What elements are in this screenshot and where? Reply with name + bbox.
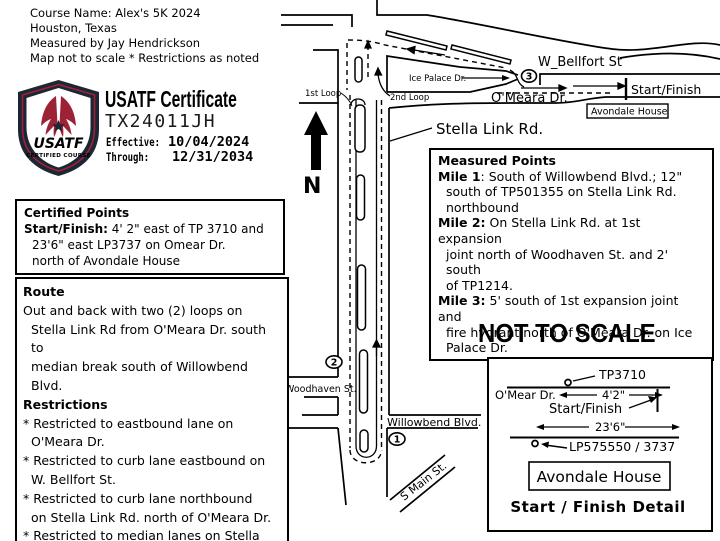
mile-3-line: Palace Dr.: [446, 340, 508, 356]
restriction-line: * Restricted to median lanes on Stella: [23, 528, 260, 541]
restriction-line: * Restricted to curb lane eastbound on: [23, 453, 266, 469]
label-stella-link: Stella Link Rd.: [436, 120, 543, 138]
mile-1-line: Mile 1: South of Willowbend Blvd.; 12": [438, 168, 683, 184]
start-finish-arrowhead: [648, 396, 657, 403]
detail-title: Start / Finish Detail: [510, 498, 685, 516]
course-name-line: Course Name: Alex's 5K 2024: [30, 6, 201, 20]
certificate-number: TX24011JH: [105, 111, 217, 132]
route-title: Route: [23, 284, 65, 299]
mile-1-line: northbound: [446, 199, 519, 215]
dim2-right-arrowhead: [672, 424, 680, 430]
route-restrictions-box: Route Out and back with two (2) loops on…: [15, 277, 289, 541]
north-arrow-icon: N: [303, 111, 328, 199]
start-finish-detail-drawing: TP3710 O'Mear Dr. 4'2" Start/Finish 23'6…: [495, 367, 685, 516]
dim2-label: 23'6": [595, 420, 625, 434]
restriction-line: * Restricted to eastbound lane on: [23, 415, 234, 431]
certified-points-line: Start/Finish: 4' 2" east of TP 3710 and: [24, 222, 264, 236]
effective-label: Effective:: [106, 135, 161, 149]
label-map-start-finish: Start/Finish: [631, 82, 701, 97]
mile-2-line: joint north of Woodhaven St. and 2' sout…: [446, 246, 669, 278]
wings-icon: [41, 96, 76, 137]
through-label: Through:: [106, 150, 150, 164]
restriction-line: W. Bellfort St.: [31, 471, 116, 487]
ice-palace-arrowhead: [502, 75, 510, 81]
certified-points-line: 23'6" east LP3737 on Omear Dr.: [32, 238, 226, 252]
label-omeara: O'Meara Dr.: [491, 91, 568, 106]
dim1-left-arrowhead: [559, 392, 567, 398]
certificate-effective-row: Effective: 10/04/2024: [106, 131, 249, 150]
document-header: Course Name: Alex's 5K 2024 Houston, Tex…: [30, 6, 259, 66]
logo-org-text: USATF: [33, 136, 83, 152]
mile-3-line: Mile 3: 5' south of 1st expansion joint …: [438, 293, 679, 324]
restriction-line: on Stella Link Rd. north of O'Meara Dr.: [31, 509, 272, 525]
tp-marker-icon: [564, 378, 572, 387]
through-date: 12/31/2034: [172, 149, 254, 165]
effective-date: 10/04/2024: [168, 134, 250, 150]
stella-link-leader-line: [389, 127, 433, 142]
certificate-title: USATF Certificate: [105, 86, 237, 112]
scale-note-line: Map not to scale * Restrictions as noted: [30, 51, 260, 65]
lp-label: LP575550 / 3737: [569, 439, 675, 454]
measured-points-title: Measured Points: [438, 153, 556, 168]
street-label: O'Mear Dr.: [495, 388, 556, 402]
detail-avondale-label: Avondale House: [537, 468, 662, 486]
label-map-avondale: Avondale House: [591, 107, 668, 118]
measured-points-box: Measured Points Mile 1: South of Willowb…: [429, 148, 714, 361]
mile-2-marker: 2: [331, 358, 338, 369]
route-line: median break south of Willowbend Blvd.: [31, 359, 248, 393]
restriction-line: * Restricted to curb lane northbound: [23, 490, 253, 506]
star-icon: [52, 120, 65, 132]
label-willowbend: Willowbend Blvd.: [387, 416, 481, 429]
restriction-line: O'Meara Dr.: [31, 434, 105, 450]
measurer-line: Measured by Jay Hendrickson: [30, 36, 201, 50]
not-to-scale-heading: NOT TO SCALE: [478, 318, 656, 348]
road-edges: [281, 0, 720, 513]
certified-points-box: Certified Points Start/Finish: 4' 2" eas…: [15, 199, 285, 275]
route-dashed-lines: [346, 39, 612, 464]
logo-subtitle-text: CERTIFIED COURSE: [26, 153, 91, 159]
restrictions-title: Restrictions: [23, 396, 108, 412]
location-line: Houston, Texas: [30, 21, 117, 35]
mile-2-line: of TP1214.: [446, 277, 513, 293]
usatf-certified-course-logo: USATF CERTIFIED COURSE: [18, 80, 99, 176]
mile-3-marker: 3: [526, 72, 533, 83]
lp-marker-icon: [531, 439, 539, 448]
certified-points-line: north of Avondale House: [32, 254, 181, 268]
mile-marker-numbers: 1 2 3: [331, 72, 533, 446]
label-w-bellfort: W_Bellfort St: [538, 55, 622, 70]
tp-label: TP3710: [598, 367, 646, 382]
dim1-label: 4'2": [602, 388, 625, 402]
route-line: Stella Link Rd from O'Meara Dr. south to: [31, 321, 266, 356]
label-ice-palace: Ice Palace Dr.: [409, 74, 466, 84]
mile-1-marker: 1: [394, 435, 401, 446]
route-direction-arrows: [340, 39, 627, 356]
label-woodhaven: Woodhaven St.: [285, 384, 357, 395]
start-finish-leader: [628, 399, 652, 409]
dim2-left-arrowhead: [536, 424, 544, 430]
certificate-through-row: Through: 12/31/2034: [106, 146, 253, 165]
certified-points-title: Certified Points: [24, 206, 130, 220]
tp-leader-line: [572, 375, 596, 382]
lp-leader-line: [544, 444, 568, 449]
detail-start-finish-label: Start/Finish: [549, 402, 622, 417]
mile-2-line: Mile 2: On Stella Link Rd. at 1st expans…: [438, 215, 641, 246]
mile-3-line: fire hydrant north of O'Meara Dr. on Ice: [446, 324, 693, 340]
dim1-right-arrowhead: [655, 392, 663, 398]
label-second-loop: 2nd Loop: [390, 93, 429, 103]
start-finish-detail-box: TP3710 O'Mear Dr. 4'2" Start/Finish 23'6…: [487, 357, 713, 532]
shield-red-line: [21, 83, 96, 172]
lp-arrowhead: [541, 441, 549, 448]
bellfort-median-strips: [385, 30, 512, 65]
label-first-loop: 1st Loop: [305, 89, 341, 99]
route-solid-lines: [350, 69, 525, 458]
mile-markers: [325, 69, 538, 446]
detail-avondale-house-box: [528, 461, 671, 491]
map-avondale-house-box: [586, 103, 669, 119]
mile-1-line: south of TP501355 on Stella Link Rd.: [446, 184, 677, 200]
route-line: Out and back with two (2) loops on: [23, 302, 243, 318]
label-s-main: S Main St.: [398, 459, 449, 503]
north-label: N: [303, 174, 321, 199]
stella-link-medians: [354, 56, 369, 453]
